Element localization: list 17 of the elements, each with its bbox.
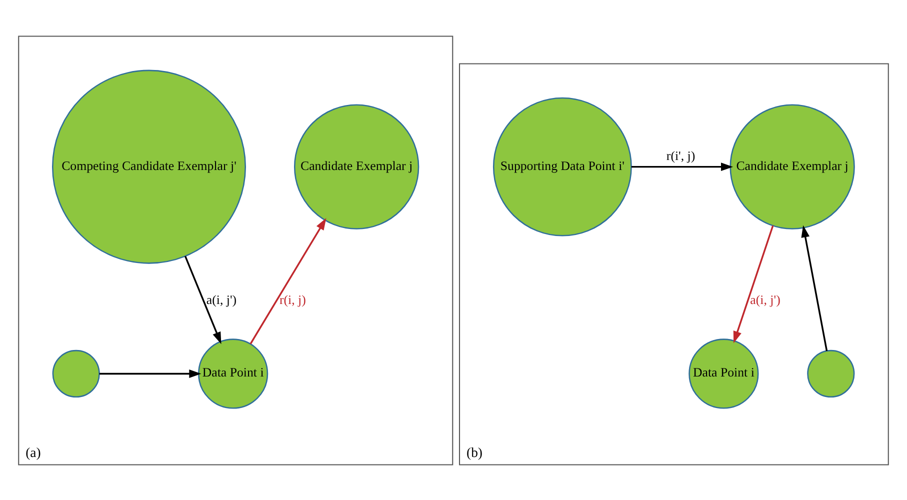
node-circle: Data Point i	[198, 338, 268, 408]
edge-label: r(i', j)	[666, 148, 696, 162]
arrow	[733, 224, 774, 343]
arrow	[801, 224, 828, 351]
node-circle	[807, 349, 855, 398]
arrow	[631, 162, 734, 171]
node-circle	[52, 349, 100, 398]
node-circle: Candidate Exemplar j	[730, 104, 855, 229]
arrow	[250, 218, 326, 344]
arrow	[99, 369, 202, 378]
node-circle: Competing Candidate Exemplar j'	[52, 69, 246, 264]
edge-label: a(i, j')	[206, 292, 237, 307]
node-circle: Data Point i	[688, 338, 759, 408]
arrow	[184, 255, 222, 344]
edge-label: a(i, j')	[750, 292, 780, 307]
edge-label: r(i, j)	[279, 292, 306, 307]
node-circle: Supporting Data Point i'	[492, 96, 632, 236]
